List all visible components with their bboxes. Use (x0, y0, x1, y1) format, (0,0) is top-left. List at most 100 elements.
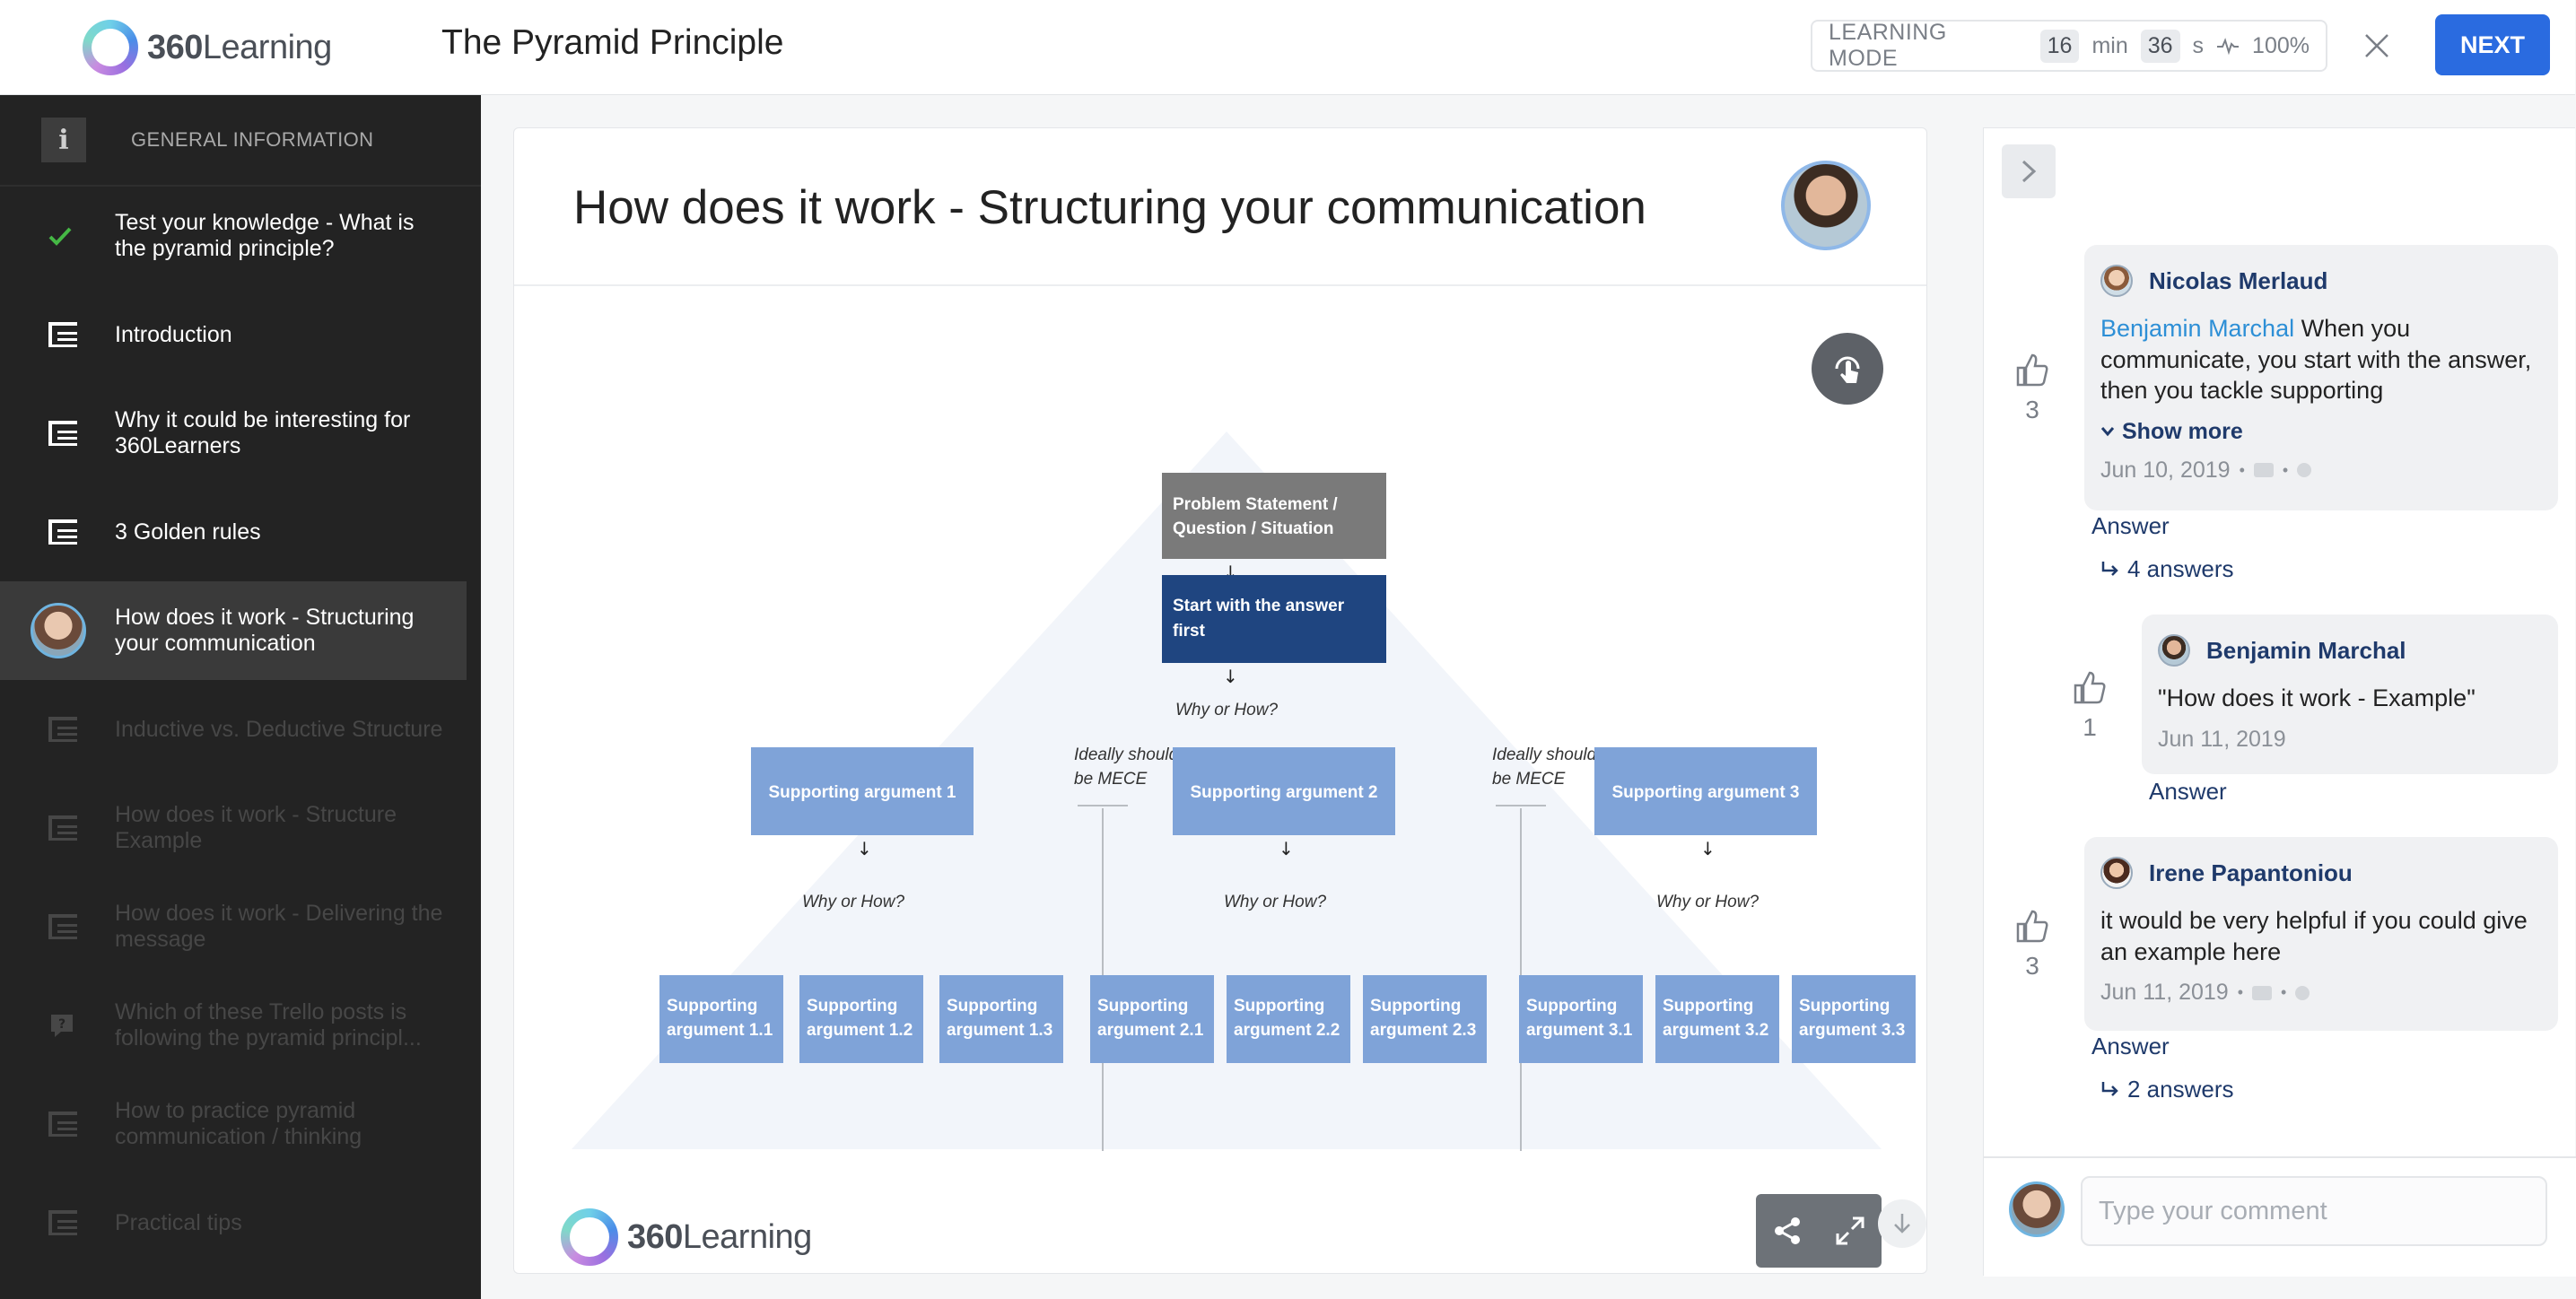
comment-input[interactable] (2081, 1176, 2547, 1246)
like-button[interactable]: 3 (2005, 909, 2059, 981)
comment-meta: Jun 11, 2019 • • (2100, 980, 2542, 1006)
arrow-down-icon (1894, 1214, 1910, 1234)
text-lesson-icon (48, 1210, 77, 1235)
answer-link[interactable]: Answer (2091, 1033, 2170, 1059)
answer-first-line-2: first (1173, 622, 1206, 641)
argument-3: Supporting argument 3 (1594, 747, 1817, 835)
sidebar-item-structure-example[interactable]: How does it work - Structure Example (0, 779, 467, 877)
next-button[interactable]: NEXT (2435, 14, 2550, 75)
view-answers-link[interactable]: 2 answers (2100, 1076, 2234, 1103)
like-count: 3 (2025, 396, 2039, 423)
sidebar-item-structuring-communication[interactable]: How does it work - Structuring your comm… (0, 581, 467, 680)
logo-text: 360Learning (147, 28, 332, 66)
sub-argument-box (939, 975, 1063, 1063)
lesson-title: How does it work - Structuring your comm… (573, 181, 1646, 234)
view-answers-link[interactable]: 4 answers (2100, 555, 2234, 583)
fullscreen-icon[interactable] (1835, 1216, 1865, 1246)
share-icon[interactable] (1772, 1216, 1803, 1246)
mece-line-1: Ideally should (1492, 745, 1598, 764)
svg-text:?: ? (58, 1017, 65, 1032)
sidebar-item-golden-rules[interactable]: 3 Golden rules (0, 483, 467, 581)
learning-mode-label: LEARNING MODE (1829, 20, 1947, 71)
collapse-panel-button[interactable] (2002, 144, 2056, 198)
sidebar-item-delivering-message[interactable]: How does it work - Delivering the messag… (0, 877, 467, 976)
argument-text: Supporting argument 1 (769, 783, 956, 802)
sidebar-item-label: How does it work - Structure Example (115, 802, 397, 853)
why-how-label: Why or How? (802, 893, 904, 911)
sidebar-item-practice[interactable]: How to practice pyramid communication / … (0, 1075, 467, 1173)
comment-author[interactable]: Benjamin Marchal (2158, 634, 2542, 667)
comment-author[interactable]: Nicolas Merlaud (2100, 265, 2542, 297)
sidebar-item-inductive-deductive[interactable]: Inductive vs. Deductive Structure (0, 680, 467, 779)
argument-text: Supporting argument 3 (1612, 783, 1800, 802)
minutes-value: 16 (2039, 29, 2080, 63)
course-title: The Pyramid Principle (441, 23, 784, 62)
answer-link[interactable]: Answer (2091, 512, 2170, 539)
general-information-item[interactable]: i GENERAL INFORMATION (0, 95, 481, 187)
sidebar-item-label: Inductive vs. Deductive Structure (115, 716, 443, 742)
sidebar-item-test-knowledge[interactable]: Test your knowledge - What is the pyrami… (0, 187, 467, 285)
mece-line-2: be MECE (1492, 770, 1566, 789)
lesson-author-avatar[interactable] (1781, 161, 1871, 250)
argument-1: Supporting argument 1 (751, 747, 974, 835)
sidebar-item-introduction[interactable]: Introduction (0, 285, 467, 384)
app-logo[interactable]: 360Learning (83, 18, 332, 77)
lesson-slide: Problem Statement /Question / Situation … (514, 288, 1928, 1275)
comment-author[interactable]: Irene Papantoniou (2100, 857, 2542, 889)
sidebar-item-trello-quiz[interactable]: ? Which of these Trello posts is followi… (0, 976, 467, 1075)
info-icon: i (41, 118, 86, 162)
like-button[interactable]: 3 (2005, 353, 2059, 424)
commenter-avatar (2100, 265, 2133, 297)
top-bar: 360Learning The Pyramid Principle LEARNI… (0, 0, 2575, 95)
logo-ring-icon (83, 20, 138, 75)
argument-text: Supporting argument 2 (1191, 783, 1378, 802)
like-count: 3 (2025, 952, 2039, 980)
text-lesson-icon (48, 1112, 77, 1137)
sidebar-item-practical-tips[interactable]: Practical tips (0, 1173, 467, 1272)
course-sidebar: i GENERAL INFORMATION Test your knowledg… (0, 95, 481, 1299)
show-more-link[interactable]: Show more (2100, 419, 2542, 445)
current-user-avatar (2009, 1181, 2065, 1237)
text-lesson-icon (48, 519, 77, 545)
answer-link[interactable]: Answer (2149, 778, 2227, 805)
sidebar-item-label: Practical tips (115, 1209, 242, 1235)
text-lesson-icon (48, 421, 77, 446)
scroll-down-button[interactable] (1878, 1199, 1926, 1248)
why-how-label: Why or How? (1175, 701, 1278, 719)
mention-link[interactable]: Benjamin Marchal (2100, 315, 2295, 342)
sub-argument-box (1792, 975, 1916, 1063)
puzzle-icon (2253, 463, 2274, 478)
thumbs-up-icon (2074, 671, 2106, 704)
tap-icon (1835, 356, 1860, 383)
commenter-avatar (2158, 634, 2190, 667)
sidebar-item-label: Introduction (115, 321, 232, 347)
thumbs-up-icon (2016, 910, 2048, 943)
seconds-value: 36 (2140, 29, 2180, 63)
argument-box (1594, 747, 1817, 835)
sidebar-item-why-interesting[interactable]: Why it could be interesting for 360Learn… (0, 384, 467, 483)
comment-date: Jun 10, 2019 (2100, 457, 2231, 483)
slide-logo: 360Learning (561, 1208, 812, 1266)
general-information-label: GENERAL INFORMATION (131, 128, 374, 151)
sidebar-item-label: How does it work - Structuring your comm… (115, 605, 415, 656)
interaction-button[interactable] (1812, 333, 1883, 405)
like-button[interactable]: 1 (2063, 670, 2117, 742)
sidebar-item-label: Why it could be interesting for 360Learn… (115, 407, 411, 458)
mece-line-1: Ideally should (1074, 745, 1180, 764)
close-button[interactable] (2351, 20, 2403, 72)
comment-text: "How does it work - Example" (2158, 684, 2476, 711)
reply-arrow-icon (2101, 1081, 2118, 1096)
